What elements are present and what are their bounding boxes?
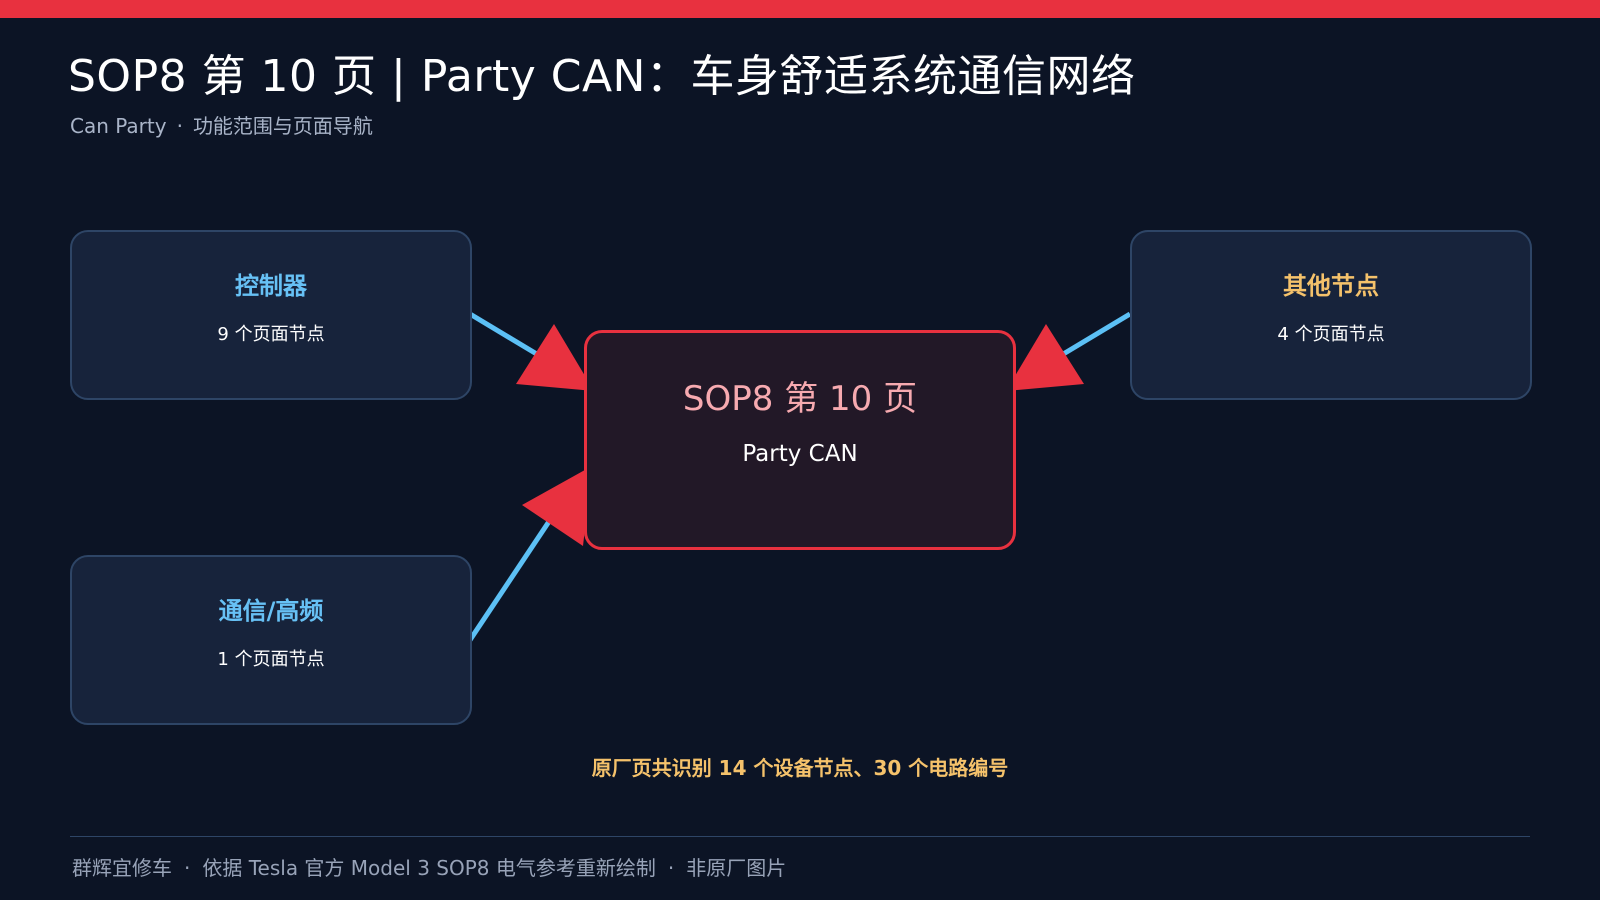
footer-source: 依据 Tesla 官方 Model 3 SOP8 电气参考重新绘制: [202, 856, 656, 880]
center-node-subtitle: Party CAN: [742, 441, 858, 467]
connector-comm: [467, 518, 553, 642]
connector-other: [1058, 311, 1132, 359]
footer-disclaimer: 非原厂图片: [686, 856, 787, 880]
arrowhead-comm: [522, 466, 592, 546]
summary-note: 原厂页共识别 14 个设备节点、30 个电路编号: [591, 756, 1009, 780]
node-controller: 控制器 9 个页面节点: [70, 230, 472, 400]
arrowhead-controller: [516, 324, 594, 391]
node-comm-title: 通信/高频: [218, 597, 324, 625]
footer: 群辉宜修车 · 依据 Tesla 官方 Model 3 SOP8 电气参考重新绘制 ·…: [72, 852, 786, 881]
connector-controller: [468, 311, 542, 359]
node-controller-title: 控制器: [235, 272, 307, 300]
footer-brand: 群辉宜修车: [72, 856, 172, 880]
footer-separator: ·: [184, 856, 191, 880]
subtitle-section: 功能范围与页面导航: [192, 114, 373, 138]
page-title: SOP8 第 10 页 | Party CAN：车身舒适系统通信网络: [68, 51, 1136, 102]
node-other-title: 其他节点: [1283, 272, 1379, 300]
node-comm: 通信/高频 1 个页面节点: [70, 555, 472, 725]
arrowhead-other: [1006, 324, 1084, 391]
center-node-title: SOP8 第 10 页: [682, 379, 918, 419]
node-other: 其他节点 4 个页面节点: [1130, 230, 1532, 400]
footer-separator: ·: [667, 856, 675, 880]
subtitle-separator: ·: [176, 114, 183, 138]
footer-divider: [70, 836, 1530, 837]
node-controller-count: 9 个页面节点: [217, 324, 325, 345]
node-comm-count: 1 个页面节点: [217, 649, 325, 670]
center-node: SOP8 第 10 页 Party CAN: [584, 330, 1016, 550]
accent-bar: [0, 0, 1600, 18]
node-other-count: 4 个页面节点: [1277, 324, 1385, 345]
subtitle-module: Can Party: [70, 114, 167, 138]
page-subtitle: Can Party · 功能范围与页面导航: [70, 110, 373, 139]
